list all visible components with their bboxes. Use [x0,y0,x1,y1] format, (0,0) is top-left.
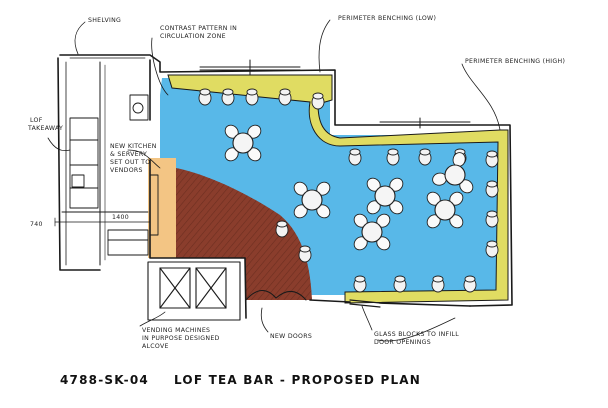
bar-stool [275,220,289,238]
bar-stool [353,275,367,293]
perimeter-benching [167,74,509,304]
takeaway-label-2: TAKEAWAY [27,125,63,132]
kitchen-label-4: VENDORS [110,167,143,174]
dimension-740-label: 740 [30,221,43,228]
bar-stool [431,275,445,293]
vending-label-3: ALCOVE [142,343,169,350]
vending-label-2: IN PURPOSE DESIGNED [142,335,220,342]
dining-sets [224,124,474,251]
bar-stool [418,148,432,166]
table-with-chairs [426,191,464,229]
new-doors [245,290,307,301]
bar-stool [485,240,499,258]
kitchen-fixtures [61,94,159,256]
new-doors-label: NEW DOORS [270,333,312,340]
contrast-pattern-label-2: CIRCULATION ZONE [160,33,226,40]
bar-stool [198,88,212,106]
bar-stool [393,275,407,293]
drawing-title: LOF TEA BAR - PROPOSED PLAN [174,373,421,387]
bar-stool [485,210,499,228]
kitchen-label-2: & SERVERY [110,151,147,158]
bar-stool [386,148,400,166]
table-with-chairs [353,213,391,251]
bar-stool [463,275,477,293]
bar-stool [348,148,362,166]
perimeter-high-label: PERIMETER BENCHING (HIGH) [465,58,565,65]
glass-blocks-label-1: GLASS BLOCKS TO INFILL [374,331,459,338]
dimension-1400-label: 1400 [112,214,129,221]
table-with-chairs [366,177,404,215]
table-with-chairs [224,124,262,162]
vending-label-1: VENDING MACHINES [142,327,210,334]
dimension-line [54,217,151,227]
bar-stool [245,88,259,106]
bar-stool [221,88,235,106]
bar-stool [278,88,292,106]
leader-lines [47,19,501,342]
table-with-chairs [293,181,331,219]
kitchen-servery-zone [148,158,176,258]
building-walls [57,54,513,319]
kitchen-label-1: NEW KITCHEN [110,143,157,150]
glass-blocks-label-2: DOOR OPENINGS [374,339,431,346]
shelving-label: SHELVING [88,17,121,24]
perimeter-low-label: PERIMETER BENCHING (LOW) [338,15,436,22]
kitchen-label-3: SET OUT TO [110,159,150,166]
bar-stool [485,150,499,168]
glass-block-infill [349,299,381,308]
bar-stool [311,92,325,110]
bench-stools [198,88,499,293]
contrast-pattern-label-1: CONTRAST PATTERN IN [160,25,237,32]
table-with-chairs [432,152,474,194]
drawing-number: 4788-SK-04 [60,373,149,387]
bar-stool [485,180,499,198]
vending-alcove [147,261,241,321]
windows [199,59,471,129]
bar-stool [298,245,312,263]
takeaway-label-1: LOF [30,117,43,124]
